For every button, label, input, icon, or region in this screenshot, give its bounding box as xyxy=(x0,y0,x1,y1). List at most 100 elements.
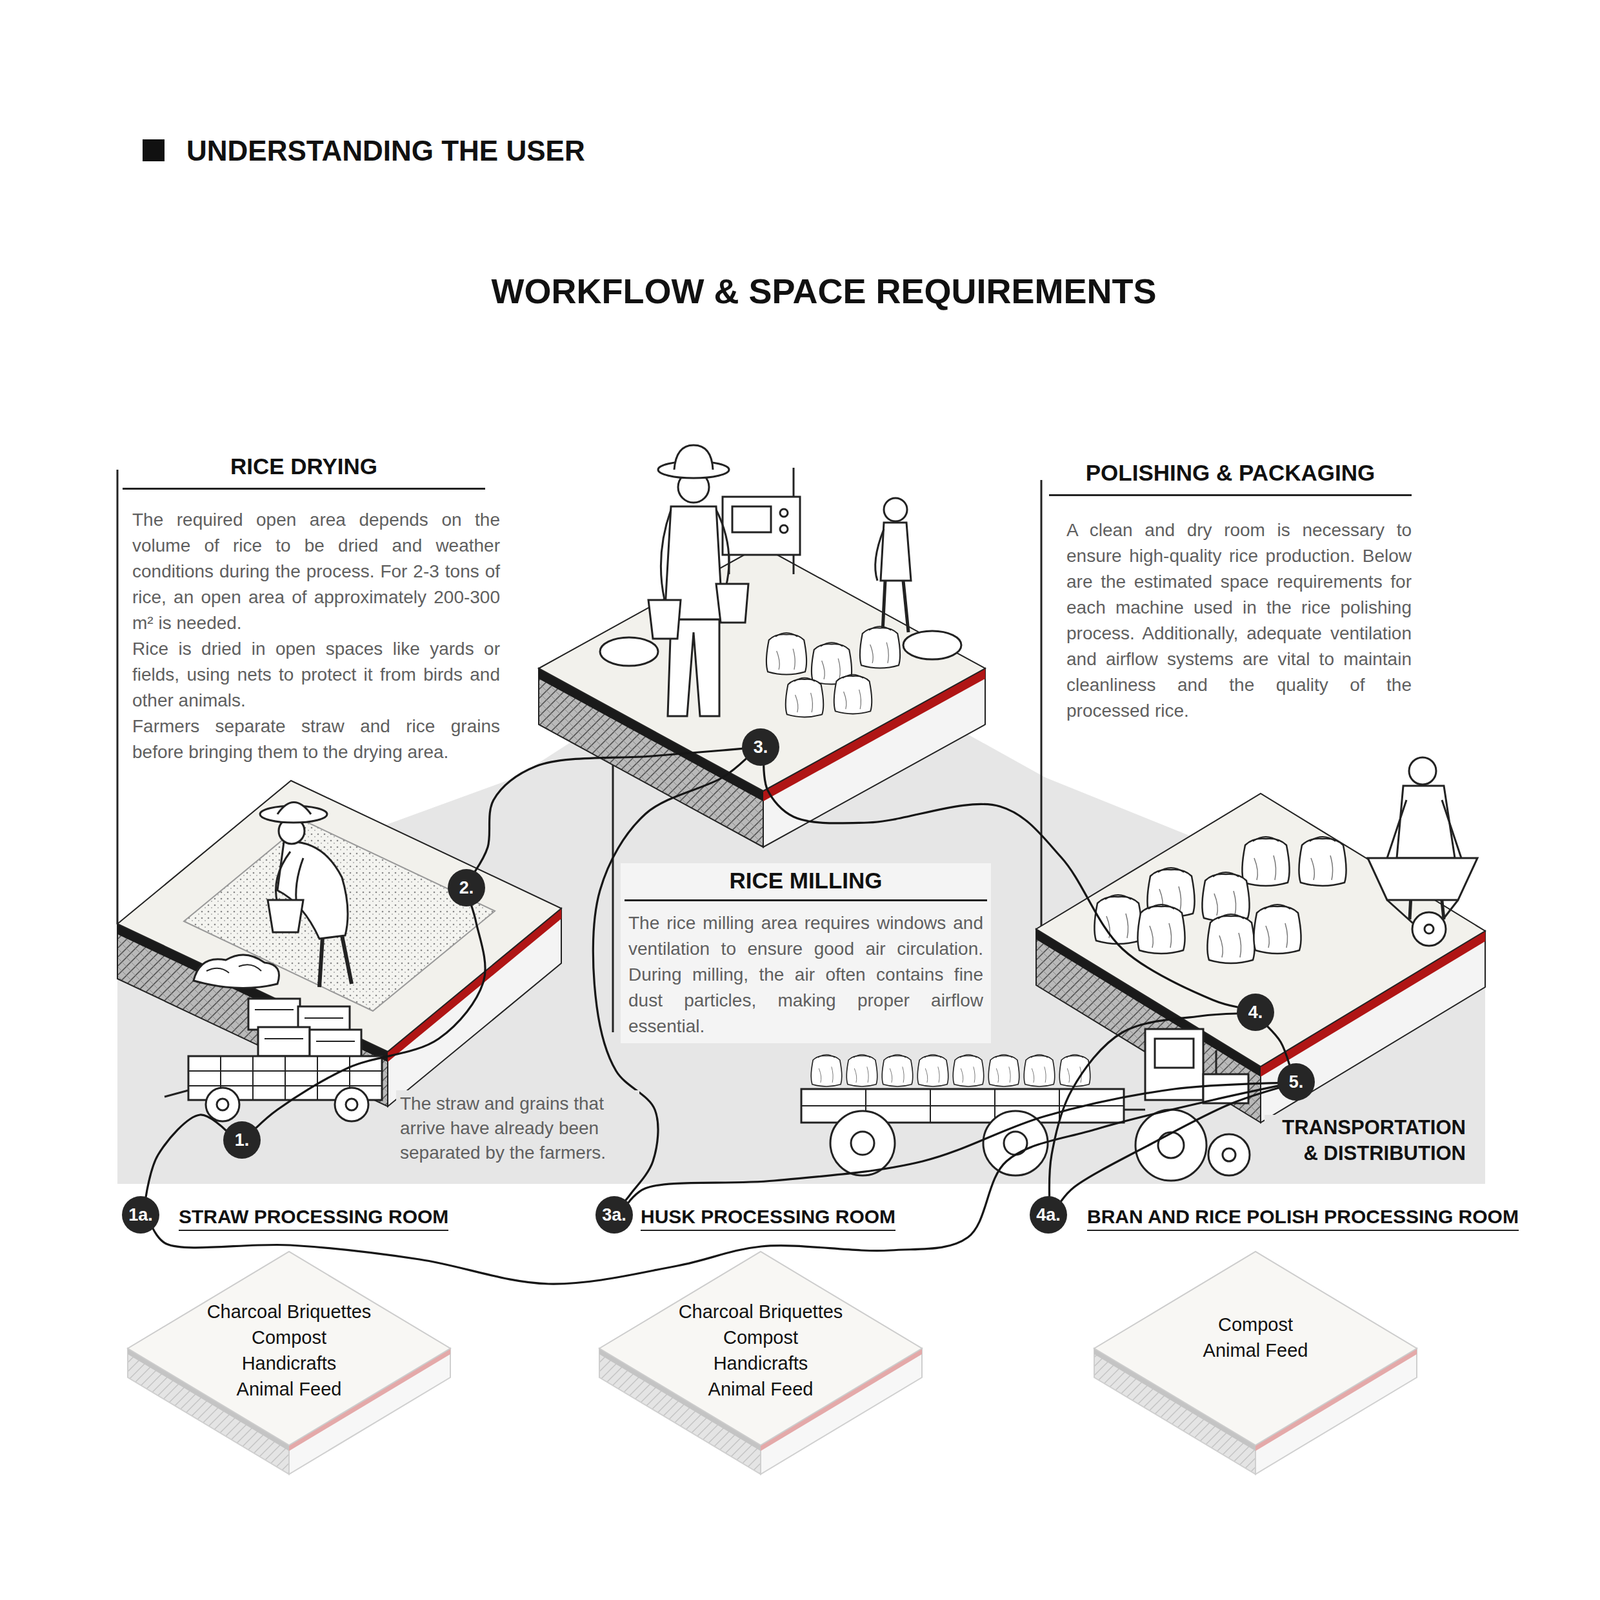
station-label: TRANSPORTATION & DISTRIBUTION xyxy=(1264,1114,1466,1167)
tractor xyxy=(988,1054,1020,1087)
body-text: Farmers separate straw and rice grains b… xyxy=(132,713,500,766)
polishing-scene xyxy=(1201,872,1250,922)
straw-trailer xyxy=(334,1087,369,1122)
callout-circle: 1. xyxy=(223,1121,261,1159)
polishing-scene xyxy=(1253,904,1301,954)
ground xyxy=(117,619,1486,1184)
callout-circle: 3a. xyxy=(595,1196,633,1234)
room-slab-face xyxy=(599,1251,922,1446)
farmer-drying xyxy=(193,954,280,989)
milling-scene xyxy=(860,626,900,669)
milling-scene xyxy=(729,467,794,575)
flow-line xyxy=(474,748,742,871)
callout-number: 2. xyxy=(459,879,475,897)
straw-trailer xyxy=(164,998,382,1122)
polishing-scene xyxy=(1137,904,1185,954)
farmer-drying xyxy=(277,802,311,815)
by-product-item: Charcoal Briquettes xyxy=(153,1298,425,1325)
note-text: The straw and grains that arrive have al… xyxy=(396,1090,640,1167)
polishing-scene xyxy=(1298,836,1346,886)
tractor xyxy=(850,1131,875,1155)
farmer-drying xyxy=(319,935,352,988)
milling-scene xyxy=(600,637,659,666)
milling-scene xyxy=(674,445,713,470)
diagram-title: WORKFLOW & SPACE REQUIREMENTS xyxy=(436,270,1211,311)
milling-scene xyxy=(882,580,909,633)
milling-scene xyxy=(780,525,788,533)
polishing-scene xyxy=(1094,757,1478,964)
drying-platform xyxy=(183,821,495,1011)
callout-circle: 1a. xyxy=(121,1196,160,1234)
straw-trailer xyxy=(258,1027,310,1057)
room-items: Charcoal BriquettesCompostHandicraftsAni… xyxy=(153,1298,425,1402)
tractor xyxy=(830,1110,895,1176)
polishing-scene xyxy=(1241,836,1290,886)
bracket-rule xyxy=(116,469,119,924)
processing-room: STRAW PROCESSING ROOM Charcoal Briquettes… xyxy=(127,1200,455,1484)
milling-scene xyxy=(785,678,824,718)
callout-number: 1a. xyxy=(128,1206,153,1224)
by-product-item: Handicrafts xyxy=(625,1350,897,1377)
tractor xyxy=(1215,1050,1218,1075)
milling-scene xyxy=(766,632,807,675)
room-slab-face xyxy=(1094,1251,1417,1446)
straw-trailer xyxy=(164,1090,189,1097)
tractor xyxy=(801,1029,1250,1181)
milling-scene xyxy=(903,630,962,660)
callout-circle: 5. xyxy=(1277,1063,1315,1101)
milling-scene xyxy=(716,583,749,623)
bracket-rule xyxy=(612,761,615,1033)
farmer-drying xyxy=(267,900,304,933)
body-text: The rice milling area requires windows a… xyxy=(624,910,988,1040)
body-text: The required open area depends on the vo… xyxy=(132,507,500,637)
farmer-drying xyxy=(206,964,262,973)
by-product-item: Compost xyxy=(625,1324,897,1351)
farmer-drying xyxy=(193,802,352,989)
flow-line xyxy=(145,1114,226,1197)
callout-number: 3a. xyxy=(601,1206,627,1224)
milling-platform xyxy=(538,545,986,791)
by-product-item: Handicrafts xyxy=(153,1350,425,1377)
farmer-drying xyxy=(276,851,304,907)
polishing-scene xyxy=(1367,858,1478,900)
processing-room: HUSK PROCESSING ROOMCharcoal BriquettesC… xyxy=(599,1200,926,1484)
room-items: CompostAnimal Feed xyxy=(1120,1311,1391,1364)
polishing-scene xyxy=(1207,914,1255,964)
by-product-item: Compost xyxy=(1120,1311,1391,1338)
flow-line xyxy=(152,1085,1278,1284)
callout-number: 4a. xyxy=(1036,1206,1061,1224)
tractor xyxy=(1059,1054,1091,1087)
callout-number: 3. xyxy=(753,738,769,757)
bracket-rule xyxy=(1040,480,1043,933)
room-heading: STRAW PROCESSING ROOM xyxy=(178,1205,449,1231)
straw-trailer xyxy=(248,998,300,1030)
polishing-scene xyxy=(1094,894,1142,944)
polishing-scene xyxy=(1424,924,1434,934)
tractor xyxy=(810,1054,842,1087)
polishing-scene xyxy=(1387,800,1462,859)
milling-scene xyxy=(834,674,873,715)
callout-number: 1. xyxy=(234,1131,250,1150)
drying-platform xyxy=(117,780,562,1052)
room-slab-face xyxy=(127,1251,451,1446)
milling-scene xyxy=(648,600,681,639)
callout-circle: 3. xyxy=(741,728,780,766)
by-product-item: Animal Feed xyxy=(625,1376,897,1402)
straw-trailer xyxy=(345,1098,358,1111)
callout-circle: 4. xyxy=(1236,993,1275,1031)
tractor xyxy=(917,1054,949,1087)
milling-scene xyxy=(780,509,788,517)
text-block: The required open area depends on the vo… xyxy=(132,507,500,766)
callout-number: 4. xyxy=(1248,1003,1264,1022)
processing-room: BRAN AND RICE POLISH PROCESSING ROOMComp… xyxy=(1070,1200,1523,1484)
polishing-scene xyxy=(1409,757,1437,785)
polishing-scene xyxy=(1412,912,1446,946)
section-square xyxy=(142,139,165,162)
straw-trailer xyxy=(216,1098,229,1111)
tractor xyxy=(846,1054,878,1087)
straw-trailer xyxy=(205,1087,240,1122)
milling-scene xyxy=(600,445,962,717)
straw-trailer xyxy=(309,1029,362,1057)
callout-number: 5. xyxy=(1289,1073,1304,1091)
